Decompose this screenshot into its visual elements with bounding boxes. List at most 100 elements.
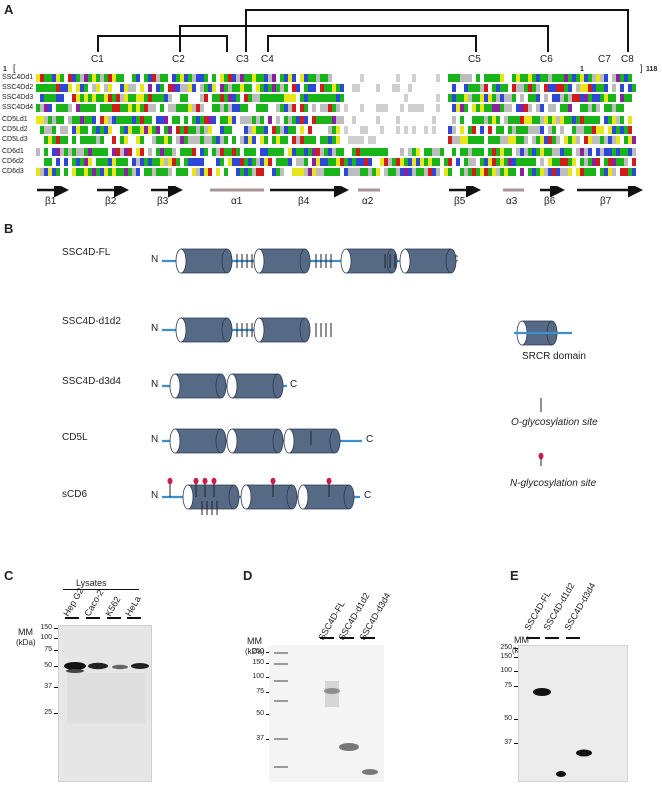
- seq-name: CD5Ld3: [2, 136, 28, 143]
- mw-marker-tick: [514, 671, 519, 672]
- cys-label-2: C2: [172, 54, 185, 65]
- mw-marker-label: 37: [504, 739, 512, 746]
- srcr-domain-end: [272, 373, 284, 399]
- construct-label-ssc4d-d3d4: SSC4D-d3d4: [62, 376, 121, 387]
- n-glycosylation-site: [202, 477, 208, 485]
- seq-name: CD6d3: [2, 168, 24, 175]
- construct-label-scd6: sCD6: [62, 489, 88, 500]
- ss-label-alpha1: α1: [231, 196, 243, 207]
- mw-marker-tick: [54, 687, 59, 688]
- panel-label-c: C: [4, 568, 14, 583]
- legend-n-glyco: N-glycosylation site: [510, 478, 597, 489]
- blot-c-image: [58, 625, 152, 782]
- lane-marker-line: [361, 637, 375, 639]
- mw-marker-label: 150: [500, 653, 512, 660]
- kda-label-c: (kDa): [16, 638, 36, 647]
- lane-label: Caco-2: [82, 587, 106, 618]
- mw-marker-label: 50: [256, 710, 264, 717]
- range-start: 1: [3, 66, 7, 73]
- n-glycosylation-site: [211, 477, 217, 485]
- cys-label-3: C3: [236, 54, 249, 65]
- legend-srcr: SRCR domain: [522, 351, 586, 362]
- mw-marker-tick: [514, 743, 519, 744]
- range-end: 118: [646, 66, 658, 73]
- srcr-domain-face: [297, 484, 309, 510]
- srcr-domain: [232, 429, 278, 453]
- srcr-domain-end: [228, 484, 240, 510]
- mw-marker-label: 25: [44, 709, 52, 716]
- blot-e-image: [518, 645, 628, 782]
- mw-marker-label: 250: [252, 648, 264, 655]
- mw-marker-tick: [266, 739, 271, 740]
- srcr-domain-face: [169, 373, 181, 399]
- srcr-domain-face: [240, 484, 252, 510]
- seq-name: CD5Ld1: [2, 116, 28, 123]
- srcr-domain-face: [399, 248, 411, 274]
- srcr-domain-end: [215, 428, 227, 454]
- mm-label-c: MM: [18, 627, 33, 637]
- srcr-domain: [246, 485, 292, 509]
- seq-name: SSC4Dd2: [2, 84, 34, 91]
- lane-marker-line: [127, 617, 141, 619]
- mw-marker-label: 50: [44, 662, 52, 669]
- mw-marker-tick: [266, 692, 271, 693]
- n-terminus: N: [151, 434, 159, 445]
- srcr-domain-end: [299, 248, 311, 274]
- panel-label-d: D: [243, 568, 253, 583]
- n-terminus: N: [151, 254, 159, 265]
- mm-label-e: MM: [514, 635, 529, 645]
- srcr-domain-face: [169, 428, 181, 454]
- n-glycosylation-site: [270, 477, 276, 485]
- mw-marker-tick: [266, 714, 271, 715]
- srcr-domain: [232, 374, 278, 398]
- mw-marker-label: 150: [40, 624, 52, 631]
- mw-marker-label: 75: [256, 688, 264, 695]
- cys-label-4: C4: [261, 54, 274, 65]
- ss-label-beta7: β7: [600, 196, 612, 207]
- mw-marker-label: 100: [500, 667, 512, 674]
- disulfide-bridges: [97, 9, 629, 52]
- n-terminus: N: [151, 379, 159, 390]
- srcr-domain-end: [329, 428, 341, 454]
- srcr-domain-face: [226, 373, 238, 399]
- mw-marker-tick: [266, 663, 271, 664]
- mw-marker-label: 37: [44, 683, 52, 690]
- srcr-domain: [405, 249, 451, 273]
- mw-marker-tick: [514, 686, 519, 687]
- construct-label-ssc4d-fl: SSC4D-FL: [62, 247, 111, 258]
- n-terminus: N: [151, 323, 159, 334]
- n-terminus: N: [151, 490, 159, 501]
- cys-label-1: C1: [91, 54, 104, 65]
- seq-name: CD6d2: [2, 158, 24, 165]
- seq-name: CD5Ld2: [2, 126, 28, 133]
- mw-marker-tick: [514, 657, 519, 658]
- srcr-domain-face: [226, 428, 238, 454]
- srcr-domain: [175, 429, 221, 453]
- domain-diagrams: [162, 248, 572, 515]
- mw-marker-tick: [54, 650, 59, 651]
- srcr-domain-end: [221, 317, 233, 343]
- lysates-label: Lysates: [76, 578, 107, 588]
- cys-label-7: C7: [598, 54, 611, 65]
- ss-label-beta5: β5: [454, 196, 466, 207]
- mw-marker-label: 100: [40, 634, 52, 641]
- construct-label-ssc4d-d1d2: SSC4D-d1d2: [62, 316, 121, 327]
- panel-label-b: B: [4, 221, 14, 236]
- kda-label-d: (kDa): [245, 647, 265, 656]
- sequence-names: SSC4Dd1 SSC4Dd2 SSC4Dd3 SSC4Dd4 CD5Ld1 C…: [2, 74, 33, 178]
- srcr-domain: [346, 249, 392, 273]
- secondary-structure: [37, 186, 643, 198]
- mw-marker-tick: [54, 638, 59, 639]
- seq-name: SSC4Dd4: [2, 104, 34, 111]
- lane-marker-line: [65, 617, 79, 619]
- srcr-domain-end: [215, 373, 227, 399]
- srcr-domain-end: [221, 248, 233, 274]
- srcr-domain: [188, 485, 234, 509]
- mw-marker-tick: [266, 652, 271, 653]
- ss-label-beta2: β2: [105, 196, 117, 207]
- lane-marker-line: [107, 617, 121, 619]
- lane-label: K562: [103, 594, 123, 618]
- lane-marker-line: [320, 637, 334, 639]
- seq-name: SSC4Dd1: [2, 74, 34, 81]
- c-terminus: C: [290, 379, 298, 390]
